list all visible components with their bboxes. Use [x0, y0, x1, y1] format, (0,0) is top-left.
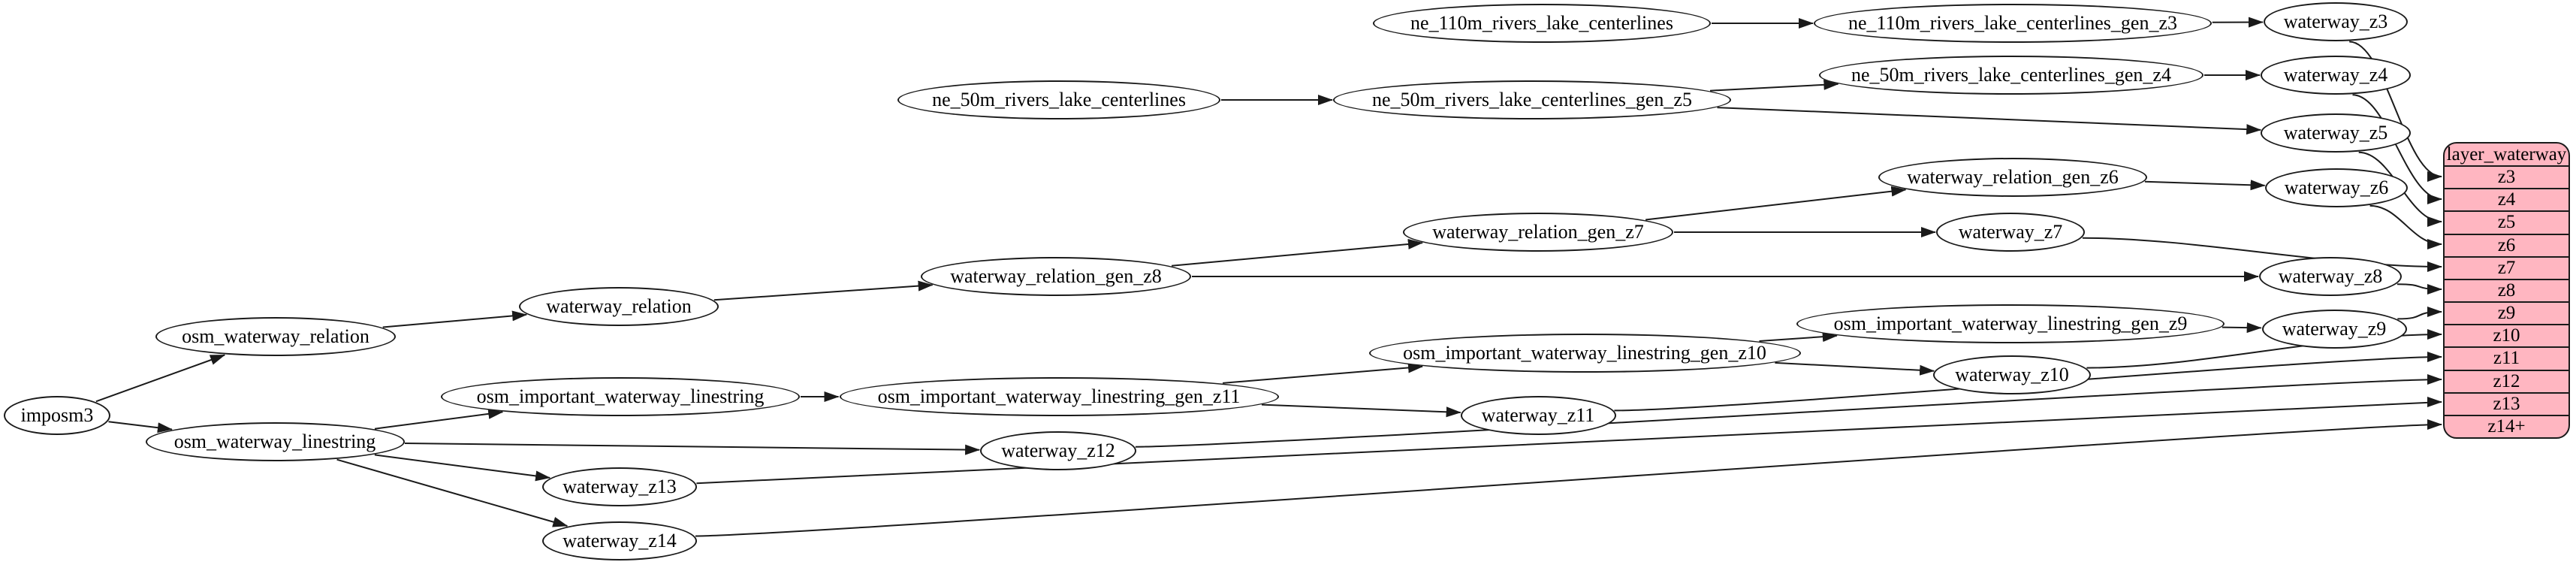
edge-waterway_z9-to-layer_waterway-z9 — [2397, 307, 2442, 320]
node-label: waterway_z12 — [1001, 440, 1115, 461]
table-row-z14+: z14+ — [2445, 414, 2568, 437]
edge-osm_waterway_linestring-to-osm_important_waterway_linestring — [374, 408, 504, 430]
node-label: waterway_z7 — [1958, 221, 2063, 243]
node-ne_110m_rivers_lake_centerlines_gen_z3: ne_110m_rivers_lake_centerlines_gen_z3 — [1814, 4, 2212, 43]
edge-waterway_z3-to-layer_waterway-z3 — [2349, 41, 2442, 182]
node-waterway_relation_gen_z7: waterway_relation_gen_z7 — [1403, 213, 1673, 252]
node-osm_waterway_linestring: osm_waterway_linestring — [145, 422, 405, 461]
node-osm_waterway_relation: osm_waterway_relation — [155, 317, 396, 356]
node-label: ne_50m_rivers_lake_centerlines_gen_z5 — [1372, 89, 1692, 110]
node-waterway_z12: waterway_z12 — [980, 431, 1136, 470]
table-row-z7: z7 — [2445, 255, 2568, 279]
node-label: ne_110m_rivers_lake_centerlines — [1410, 12, 1673, 34]
edge-waterway_z14-to-layer_waterway-z14+ — [695, 419, 2442, 537]
edge-waterway_z4-to-layer_waterway-z4 — [2352, 94, 2442, 204]
node-waterway_z8: waterway_z8 — [2259, 257, 2402, 296]
node-label: waterway_relation_gen_z7 — [1432, 221, 1644, 243]
table-row-z10: z10 — [2445, 324, 2568, 346]
node-osm_important_waterway_linestring: osm_important_waterway_linestring — [441, 377, 800, 416]
node-label: waterway_z11 — [1481, 404, 1595, 426]
table-row-z8: z8 — [2445, 278, 2568, 301]
node-label: osm_important_waterway_linestring_gen_z1… — [1403, 342, 1766, 364]
node-label: ne_50m_rivers_lake_centerlines_gen_z4 — [1851, 64, 2171, 86]
node-waterway_z9: waterway_z9 — [2261, 310, 2407, 349]
node-label: waterway_relation_gen_z8 — [950, 265, 1162, 287]
node-label: waterway_z9 — [2282, 318, 2387, 340]
node-label: waterway_z6 — [2284, 177, 2389, 198]
node-label: waterway_z14 — [563, 530, 677, 551]
node-label: osm_important_waterway_linestring_gen_z1… — [877, 385, 1241, 407]
node-label: waterway_z3 — [2283, 11, 2388, 32]
table-row-z9: z9 — [2445, 301, 2568, 324]
node-label: waterway_z8 — [2278, 265, 2383, 287]
edge-waterway_z12-to-layer_waterway-z12 — [1135, 374, 2442, 448]
table-row-z11: z11 — [2445, 346, 2568, 369]
edge-waterway_relation_gen_z7-to-waterway_relation_gen_z6 — [1645, 186, 1907, 221]
node-waterway_relation_gen_z6: waterway_relation_gen_z6 — [1878, 158, 2147, 197]
edge-osm_important_waterway_linestring_gen_z11-to-waterway_z11 — [1261, 403, 1461, 418]
edge-waterway_z7-to-layer_waterway-z7 — [2082, 237, 2442, 272]
node-waterway_z11: waterway_z11 — [1460, 396, 1616, 435]
edge-waterway_z8-to-layer_waterway-z8 — [2397, 283, 2442, 295]
edge-osm_waterway_relation-to-waterway_relation — [382, 310, 528, 328]
table-row-z3: z3 — [2445, 165, 2568, 188]
edge-osm_waterway_linestring-to-waterway_z13 — [374, 454, 551, 482]
edge-osm_important_waterway_linestring_gen_z11-to-osm_important_waterway_linestring_gen_z10 — [1223, 362, 1423, 384]
node-label: waterway_relation_gen_z6 — [1907, 166, 2119, 188]
edge-ne_50m_rivers_lake_centerlines_gen_z5-to-waterway_z5 — [1717, 107, 2262, 135]
table-row-z13: z13 — [2445, 391, 2568, 415]
node-label: waterway_z4 — [2283, 64, 2388, 86]
table-row-z6: z6 — [2445, 233, 2568, 256]
edge-osm_waterway_linestring-to-waterway_z12 — [404, 443, 981, 455]
table-row-z5: z5 — [2445, 210, 2568, 233]
node-label: osm_waterway_relation — [182, 325, 370, 347]
node-ne_50m_rivers_lake_centerlines_gen_z5: ne_50m_rivers_lake_centerlines_gen_z5 — [1333, 80, 1731, 119]
node-ne_50m_rivers_lake_centerlines: ne_50m_rivers_lake_centerlines — [897, 80, 1220, 119]
node-waterway_z5: waterway_z5 — [2261, 113, 2411, 153]
node-waterway_relation: waterway_relation — [519, 287, 719, 326]
node-osm_important_waterway_linestring_gen_z11: osm_important_waterway_linestring_gen_z1… — [839, 377, 1279, 416]
node-ne_50m_rivers_lake_centerlines_gen_z4: ne_50m_rivers_lake_centerlines_gen_z4 — [1819, 56, 2203, 95]
node-label: osm_waterway_linestring — [173, 431, 376, 452]
node-waterway_z14: waterway_z14 — [542, 521, 697, 560]
node-waterway_relation_gen_z8: waterway_relation_gen_z8 — [921, 257, 1191, 296]
node-label: waterway_z10 — [1955, 364, 2069, 385]
edge-osm_waterway_linestring-to-waterway_z14 — [336, 458, 569, 527]
node-label: imposm3 — [20, 404, 94, 426]
node-waterway_z3: waterway_z3 — [2264, 2, 2408, 41]
node-waterway_z10: waterway_z10 — [1933, 355, 2091, 394]
edge-imposm3-to-osm_waterway_linestring — [108, 421, 173, 434]
node-imposm3: imposm3 — [4, 396, 110, 435]
table-row-z4: z4 — [2445, 188, 2568, 210]
edge-waterway_z6-to-layer_waterway-z6 — [2369, 204, 2442, 249]
table-title: layer_waterway — [2446, 144, 2567, 165]
edge-osm_important_waterway_linestring_gen_z10-to-waterway_z10 — [1775, 361, 1935, 376]
edge-imposm3-to-osm_waterway_relation — [95, 354, 226, 403]
node-label: waterway_relation — [546, 295, 692, 317]
edge-ne_50m_rivers_lake_centerlines_gen_z5-to-ne_50m_rivers_lake_centerlines_gen_z4 — [1709, 79, 1839, 92]
node-label: waterway_z5 — [2283, 122, 2388, 144]
node-waterway_z7: waterway_z7 — [1936, 213, 2085, 252]
edge-waterway_relation_gen_z8-to-waterway_relation_gen_z7 — [1172, 238, 1423, 267]
node-label: waterway_z13 — [563, 476, 677, 497]
node-label: ne_110m_rivers_lake_centerlines_gen_z3 — [1848, 12, 2177, 34]
node-ne_110m_rivers_lake_centerlines: ne_110m_rivers_lake_centerlines — [1373, 4, 1711, 43]
edge-waterway_relation_gen_z6-to-waterway_z6 — [2144, 180, 2266, 191]
node-label: ne_50m_rivers_lake_centerlines — [932, 89, 1186, 110]
node-waterway_z6: waterway_z6 — [2265, 168, 2408, 207]
edge-waterway_relation-to-waterway_relation_gen_z8 — [713, 280, 934, 301]
node-osm_important_waterway_linestring_gen_z9: osm_important_waterway_linestring_gen_z9 — [1796, 304, 2225, 343]
node-label: osm_important_waterway_linestring_gen_z9 — [1833, 313, 2188, 334]
table-row-z12: z12 — [2445, 369, 2568, 392]
node-label: osm_important_waterway_linestring — [476, 385, 765, 407]
edge-osm_important_waterway_linestring_gen_z10-to-osm_important_waterway_linestring_gen_z9 — [1759, 331, 1838, 343]
node-waterway_z4: waterway_z4 — [2261, 56, 2411, 95]
node-waterway_z13: waterway_z13 — [542, 467, 697, 506]
node-osm_important_waterway_linestring_gen_z10: osm_important_waterway_linestring_gen_z1… — [1368, 334, 1801, 373]
